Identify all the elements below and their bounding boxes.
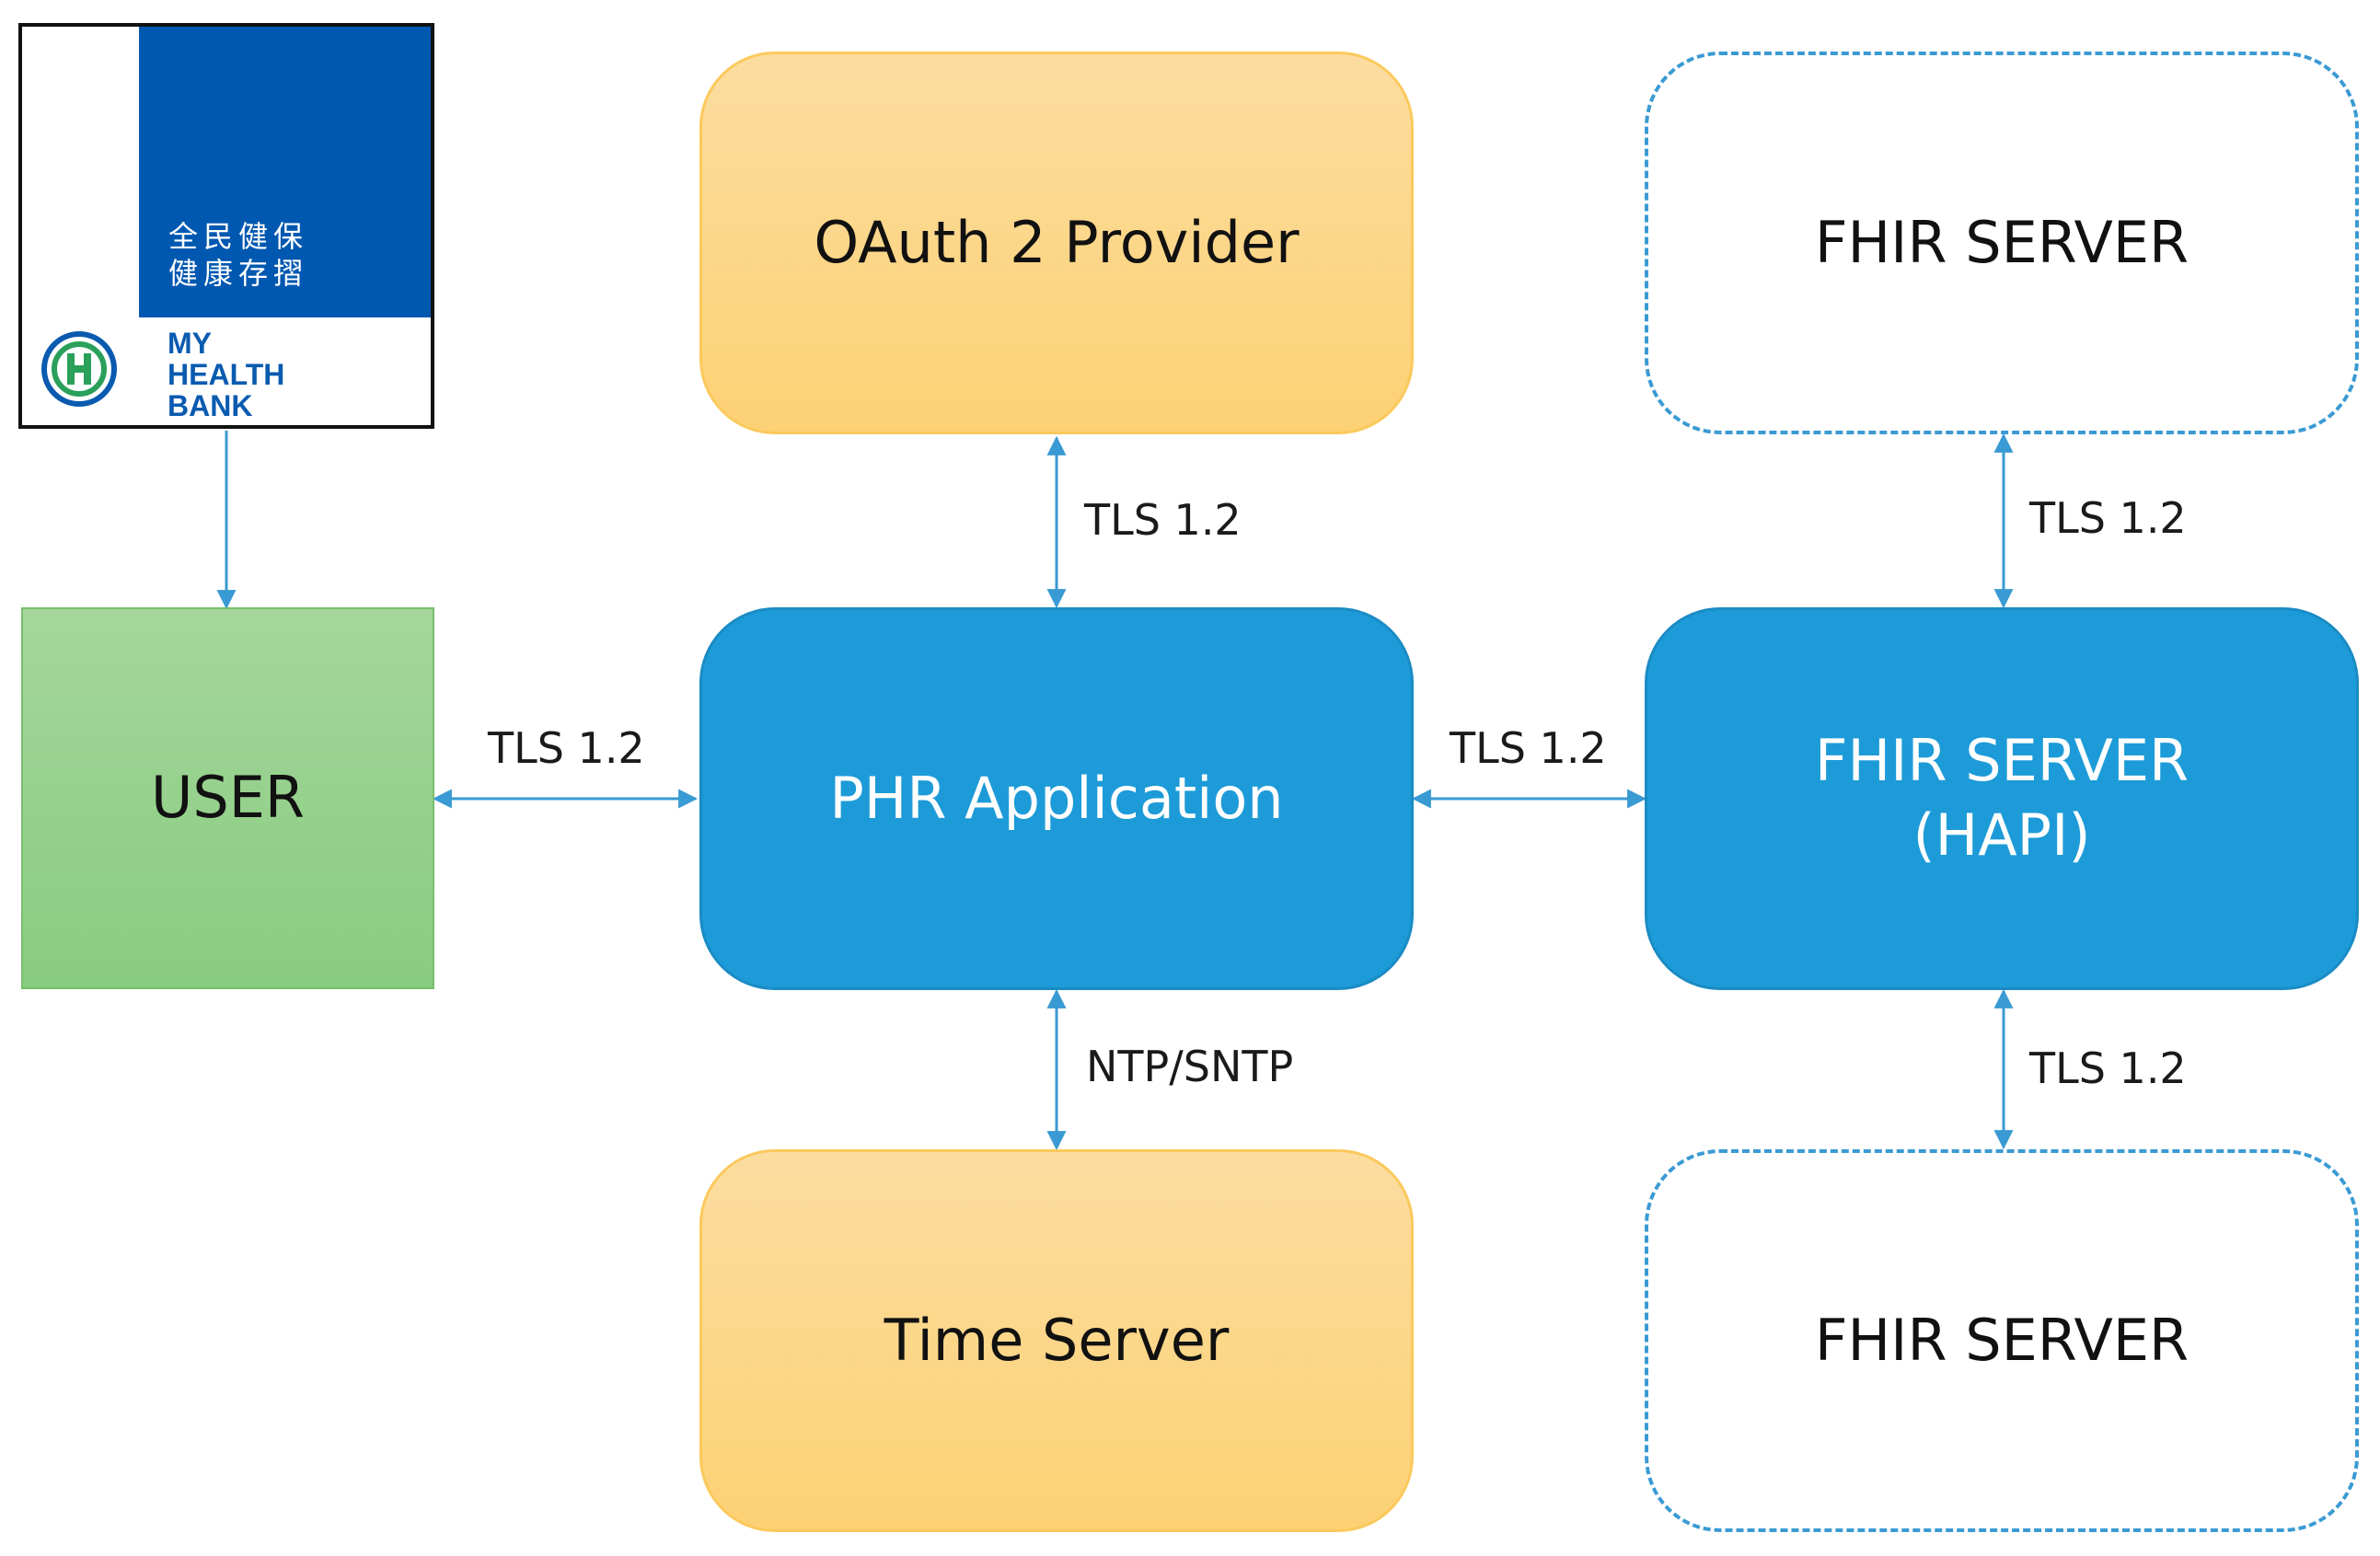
fhir-server-hapi-label-line-1: FHIR SERVER	[1814, 727, 2189, 795]
user-label: USER	[151, 764, 305, 832]
time-server-node: Time Server	[699, 1149, 1414, 1532]
logo-chinese-line-1: 全民健保	[168, 219, 309, 254]
logo-english-line-2: HEALTH	[168, 358, 285, 391]
logo-chinese-line-2: 健康存摺	[168, 256, 309, 291]
oauth-provider-label: OAuth 2 Provider	[814, 208, 1300, 276]
user-node: USER	[21, 607, 434, 989]
fhir-server-bottom-node: FHIR SERVER	[1645, 1149, 2359, 1532]
edge-label-phr-hapi: TLS 1.2	[1450, 723, 1607, 773]
edge-label-oauth-phr: TLS 1.2	[1084, 495, 1242, 545]
fhir-server-hapi-node: FHIR SERVER (HAPI)	[1645, 607, 2359, 990]
phr-application-node: PHR Application	[699, 607, 1414, 990]
nhi-emblem-icon	[41, 331, 117, 407]
edge-label-phr-time: NTP/SNTP	[1086, 1042, 1294, 1091]
oauth-provider-node: OAuth 2 Provider	[699, 52, 1414, 434]
fhir-server-hapi-label-line-2: (HAPI)	[1912, 801, 2091, 869]
edge-label-hapi-fhirbottom: TLS 1.2	[2029, 1043, 2187, 1093]
time-server-label: Time Server	[884, 1306, 1230, 1374]
edge-label-user-phr: TLS 1.2	[488, 723, 645, 773]
edge-label-fhirtop-hapi: TLS 1.2	[2029, 493, 2187, 543]
logo-blue-panel	[139, 27, 431, 317]
my-health-bank-logo: 全民健保 健康存摺 MY HEALTH BANK	[18, 23, 434, 429]
phr-application-label: PHR Application	[829, 764, 1284, 832]
fhir-server-top-label: FHIR SERVER	[1814, 208, 2189, 276]
fhir-server-bottom-label: FHIR SERVER	[1814, 1306, 2189, 1374]
fhir-server-top-node: FHIR SERVER	[1645, 52, 2359, 434]
logo-english-line-3: BANK	[168, 389, 253, 422]
logo-english-line-1: MY	[168, 327, 212, 360]
